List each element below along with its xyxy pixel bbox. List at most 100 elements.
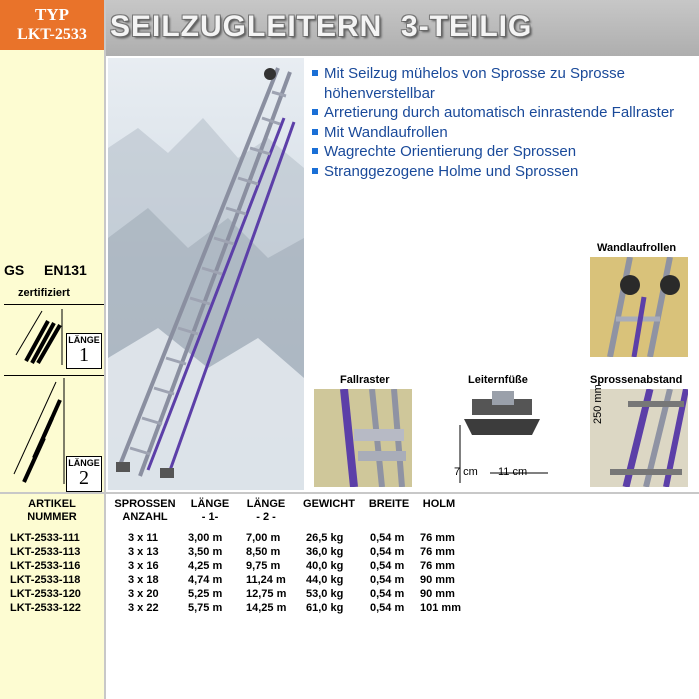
fallraster-label: Fallraster [340,374,390,386]
title-bar [106,0,699,56]
header-breite: BREITE [368,498,410,510]
cell-artikel: LKT-2533-111 [10,532,80,544]
cell-breite: 0,54 m [370,546,405,558]
feature-list: Mit Seilzug mühelos von Sprosse zu Spros… [312,64,697,181]
certified-label: zertifiziert [18,287,70,299]
cell-holm: 76 mm [420,546,455,558]
feature-item: Mit Wandlaufrollen [312,123,697,143]
length-2-box: LÄNGE 2 [66,456,102,492]
cell-artikel: LKT-2533-118 [10,574,81,586]
cell-breite: 0,54 m [370,532,405,544]
feature-item: Stranggezogene Holme und Sprossen [312,162,697,182]
cell-holm: 76 mm [420,532,455,544]
cell-gewicht: 53,0 kg [306,588,344,600]
cell-laenge-1: 4,25 m [188,560,223,572]
cell-holm: 90 mm [420,588,455,600]
cell-sprossen: 3 x 13 [128,546,159,558]
ladder-extended-icon [13,378,65,484]
cell-artikel: LKT-2533-120 [10,588,81,600]
feature-item: Wagrechte Orientierung der Sprossen [312,142,697,162]
cell-breite: 0,54 m [370,560,405,572]
foot-width-dimension: 11 cm [498,466,528,478]
extension-ladder-image [108,58,304,490]
sprossenabstand-label: Sprossenabstand [590,374,683,386]
cell-artikel: LKT-2533-113 [10,546,81,558]
header-sprossen-line1: SPROSSEN [114,498,176,510]
feature-item: Mit Seilzug mühelos von Sprosse zu Spros… [312,64,697,103]
cell-laenge-1: 4,74 m [188,574,223,586]
product-photo [108,58,304,490]
header-laenge-2-line2: - 2 - [256,511,276,523]
header-laenge-2-line1: LÄNGE [246,498,286,510]
header-laenge-1: LÄNGE - 1- [184,498,236,524]
leiternfuesse-image [452,389,552,487]
cell-breite: 0,54 m [370,574,405,586]
header-laenge-2: LÄNGE - 2 - [240,498,292,524]
cell-laenge-1: 3,50 m [188,546,223,558]
cell-sprossen: 3 x 22 [128,602,159,614]
cell-sprossen: 3 x 16 [128,560,159,572]
cell-laenge-2: 7,00 m [246,532,281,544]
bullet-icon [312,167,318,174]
feature-text: Mit Seilzug mühelos von Sprosse zu Spros… [324,65,625,102]
feature-item: Arretierung durch automatisch einrastend… [312,103,697,123]
cell-laenge-2: 12,75 m [246,588,287,600]
cell-gewicht: 44,0 kg [306,574,344,586]
leiternfuesse-label: Leiternfüße [468,374,528,386]
header-artikel-line1: ARTIKEL [28,498,76,510]
header-sprossen-line2: ANZAHL [122,511,168,523]
feature-text: Arretierung durch automatisch einrastend… [324,104,675,121]
cell-laenge-2: 11,24 m [246,574,286,586]
bullet-icon [312,70,318,76]
length-1-label: LÄNGE [68,335,100,345]
table-divider [0,492,699,494]
cell-laenge-1: 5,25 m [188,588,223,600]
table-header-bg [0,494,104,528]
bullet-icon [312,109,318,115]
length-diagram-2: LÄNGE 2 [4,374,104,493]
cell-laenge-2: 9,75 m [246,560,281,572]
bullet-icon [312,148,318,154]
header-artikel: ARTIKEL NUMMER [4,498,100,524]
cell-artikel: LKT-2533-122 [10,602,81,614]
cell-holm: 101 mm [420,602,461,614]
type-label: TYP [35,5,69,24]
header-laenge-1-line1: LÄNGE [190,498,230,510]
sprossenabstand-image [590,388,689,488]
header-holm: HOLM [422,498,456,510]
wandlaufrollen-image [590,256,688,358]
bullet-icon [312,128,318,135]
cell-sprossen: 3 x 11 [128,532,158,544]
length-1-box: LÄNGE 1 [66,333,102,369]
length-diagram-1: LÄNGE 1 [4,304,104,376]
norm-label: EN131 [44,262,87,278]
cell-holm: 90 mm [420,574,455,586]
cell-laenge-2: 14,25 m [246,602,287,614]
header-laenge-1-line2: - 1- [201,511,219,523]
cell-holm: 76 mm [420,560,455,572]
foot-height-dimension: 7 cm [454,466,478,478]
wandlaufrollen-label: Wandlaufrollen [597,242,677,254]
rung-spacing-dimension: 250 mm [592,384,604,424]
cell-gewicht: 40,0 kg [306,560,344,572]
feature-text: Stranggezogene Holme und Sprossen [324,162,579,180]
cell-laenge-1: 5,75 m [188,602,223,614]
cell-gewicht: 61,0 kg [306,602,344,614]
type-code: LKT-2533 [17,26,87,43]
type-badge: TYP LKT-2533 [0,0,104,50]
cell-gewicht: 36,0 kg [306,546,344,558]
cell-sprossen: 3 x 18 [128,574,159,586]
page-title: SEILZUGLEITERN 3-TEILIG [110,10,533,43]
cell-breite: 0,54 m [370,588,405,600]
length-2-label: LÄNGE [68,458,100,468]
cell-sprossen: 3 x 20 [128,588,159,600]
length-1-number: 1 [79,344,89,366]
feature-text: Wagrechte Orientierung der Sprossen [324,143,577,160]
cell-artikel: LKT-2533-116 [10,560,81,572]
ladder-retracted-icon [15,309,63,365]
length-2-number: 2 [79,467,89,489]
header-gewicht: GEWICHT [303,498,355,510]
feature-text: Mit Wandlaufrollen [324,123,448,141]
fallraster-image [314,388,412,488]
header-artikel-line2: NUMMER [27,511,77,523]
